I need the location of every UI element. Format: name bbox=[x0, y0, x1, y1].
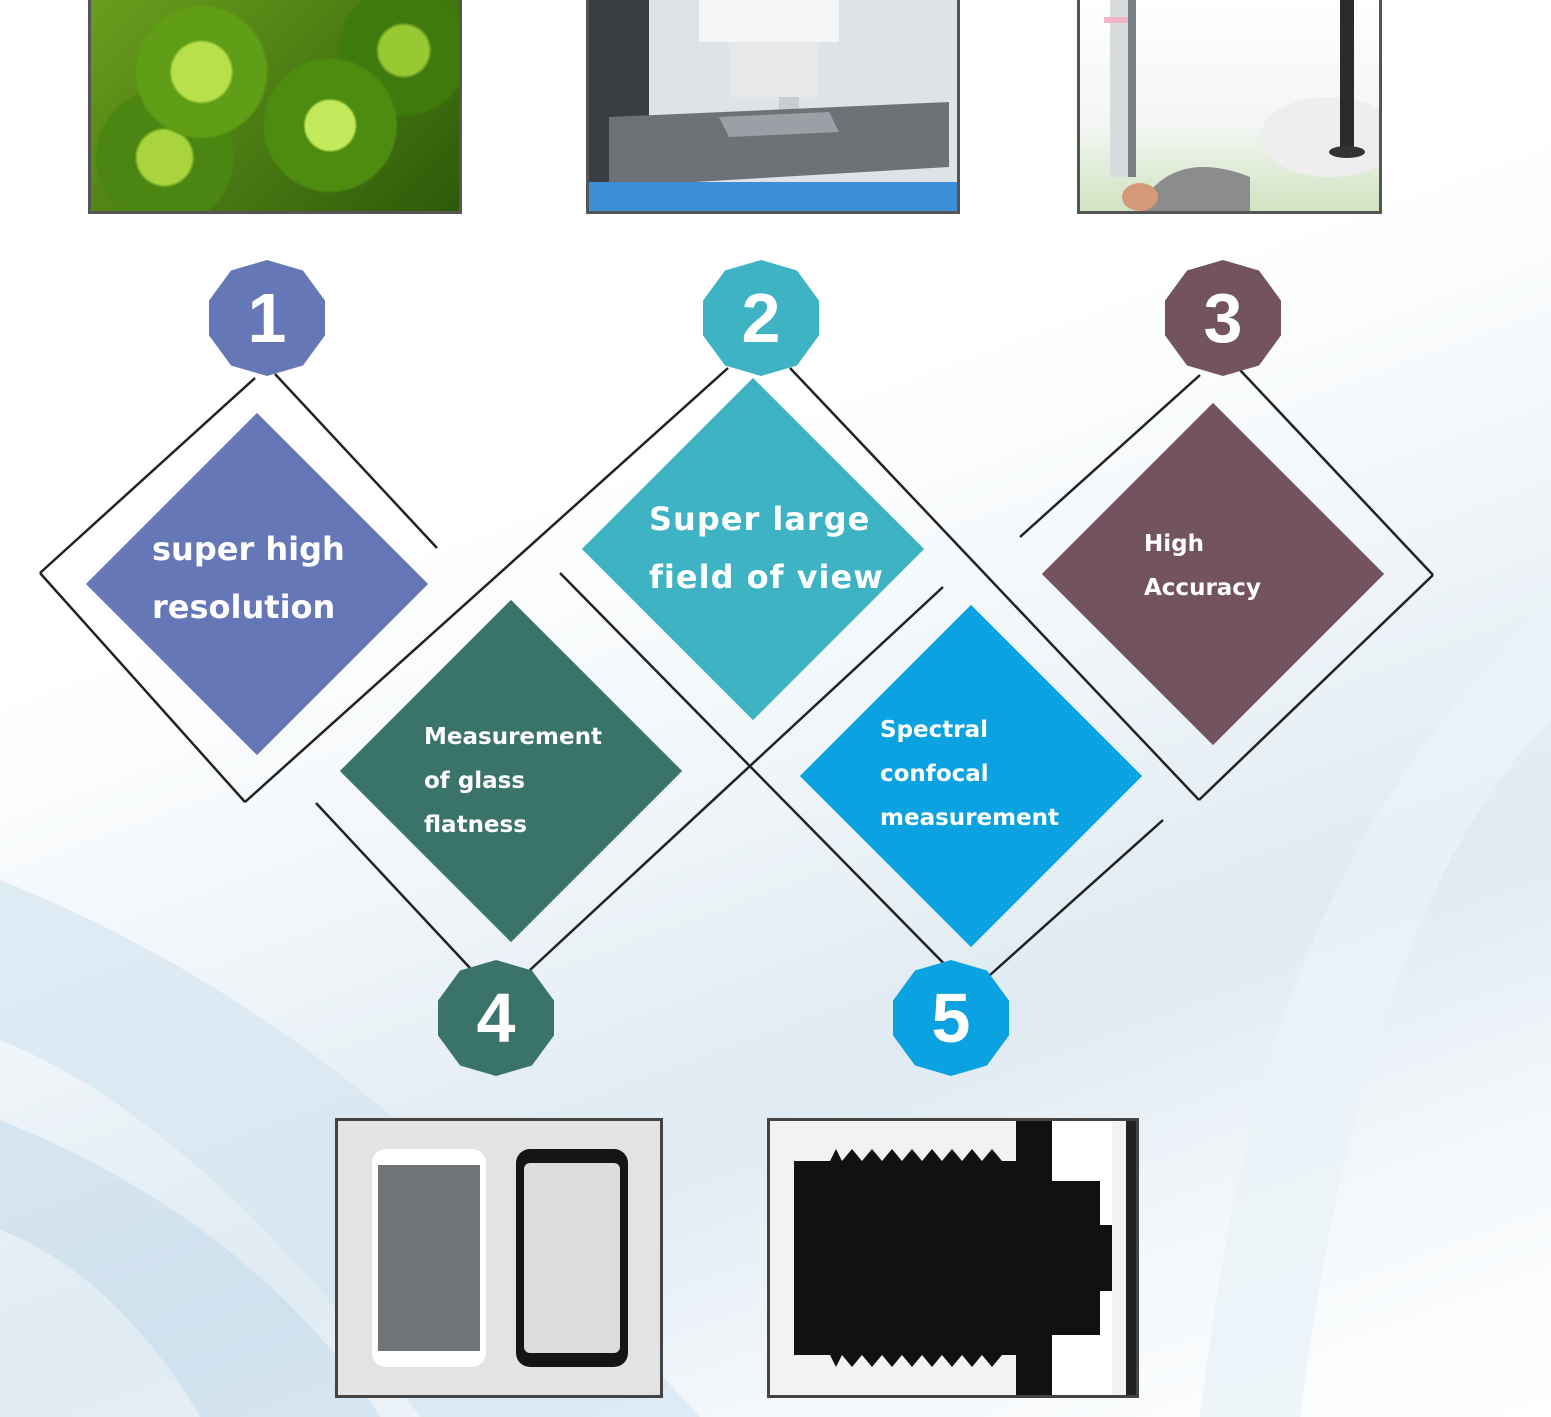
smartphones-photo bbox=[335, 1118, 663, 1398]
measuring-instrument-photo bbox=[586, 0, 960, 214]
green-spheres-photo bbox=[88, 0, 462, 214]
step-3-label: High Accuracy bbox=[1144, 531, 1261, 601]
step-1-badge: 1 bbox=[209, 260, 325, 376]
step-1-label: super high resolution bbox=[152, 530, 345, 626]
step-2-badge: 2 bbox=[703, 260, 819, 376]
step-4-badge: 4 bbox=[438, 960, 554, 1076]
threaded-part-photo bbox=[767, 1118, 1139, 1398]
step-2-label: Super large field of view bbox=[649, 500, 884, 596]
probe-photo bbox=[1077, 0, 1382, 214]
step-3-badge: 3 bbox=[1165, 260, 1281, 376]
step-5-label: Spectral confocal measurement bbox=[880, 717, 1060, 831]
step-4-label: Measurement of glass flatness bbox=[424, 724, 602, 838]
step-5-badge: 5 bbox=[893, 960, 1009, 1076]
